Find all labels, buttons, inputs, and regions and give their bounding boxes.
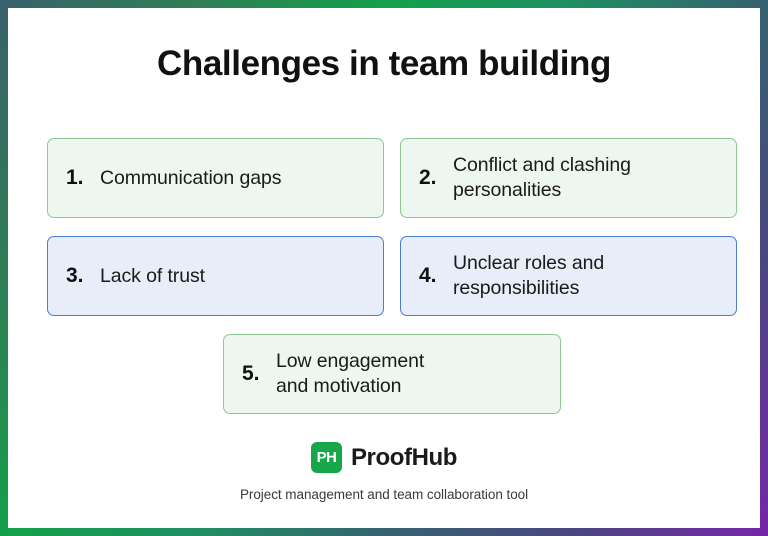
challenge-label-1: Communication gaps xyxy=(100,166,282,189)
challenge-card-3: 3. Lack of trust xyxy=(47,236,384,316)
proofhub-logo-text: PH xyxy=(316,449,337,466)
brand-lockup: PH ProofHub xyxy=(8,442,760,473)
brand-name: ProofHub xyxy=(350,443,458,471)
challenge-number-5: 5. xyxy=(242,362,260,386)
challenge-number-3: 3. xyxy=(66,264,84,288)
challenge-card-1: 1. Communication gaps xyxy=(47,138,384,218)
challenge-label-5: Low engagement and motivation xyxy=(276,350,425,397)
challenge-card-2: 2. Conflict and clashing personalities xyxy=(400,138,737,218)
page-title: Challenges in team building xyxy=(157,44,611,83)
challenge-card-5: 5. Low engagement and motivation xyxy=(223,334,561,414)
challenge-label-2: Conflict and clashing personalities xyxy=(453,154,631,201)
challenge-number-2: 2. xyxy=(419,166,437,190)
proofhub-logo-icon: PH xyxy=(310,442,342,473)
challenge-card-4: 4. Unclear roles and responsibilities xyxy=(400,236,737,316)
challenge-number-4: 4. xyxy=(419,264,437,288)
brand-tagline: Project management and team collaboratio… xyxy=(239,487,529,502)
challenge-label-3: Lack of trust xyxy=(100,264,205,287)
challenge-label-4: Unclear roles and responsibilities xyxy=(453,252,605,299)
slide-canvas: Challenges in team building 1. Communica… xyxy=(8,8,760,528)
challenge-number-1: 1. xyxy=(66,166,84,190)
